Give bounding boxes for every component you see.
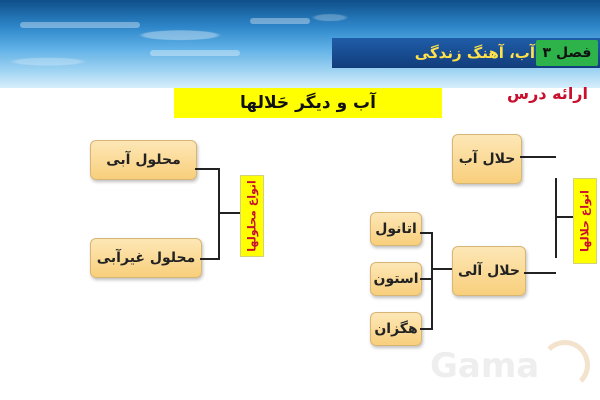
connector-bracket [555,178,557,258]
page-title: آب و دیگر حَلالها [174,88,442,118]
water-streak [150,50,240,56]
connector-line [420,328,432,330]
connector-bracket [218,168,220,260]
water-solvent-box: حلال آب [452,134,522,184]
chapter-title: آب، آهنگ زندگی [414,44,535,62]
hexane-box: هگزان [370,312,422,346]
water-streak [20,22,140,28]
aqueous-solution-box: محلول آبی [90,140,197,180]
solution-types-text: انواع محلولها [245,180,259,252]
solution-types-label: انواع محلولها [240,175,264,257]
connector-line [520,156,556,158]
non-aqueous-solution-box: محلول غیرآبی [90,238,202,278]
watermark-logo: Gama [430,346,540,386]
solvent-types-label: انواع حلالها [573,178,597,264]
water-streak [250,18,310,24]
organic-solvent-box: حلال آلی [452,246,526,296]
connector-line [433,268,452,270]
connector-line [420,232,432,234]
solvent-types-text: انواع حلالها [578,190,592,252]
connector-line [420,278,432,280]
lesson-label: ارائه درس [507,84,588,103]
chapter-badge: فصل ۳ [536,40,598,66]
connector-line [200,258,219,260]
watermark-arc [540,340,590,390]
connector-line [220,212,240,214]
ethanol-box: اتانول [370,212,422,246]
connector-line [524,272,556,274]
connector-bracket [431,232,433,330]
acetone-box: استون [370,262,422,296]
connector-line [557,216,573,218]
connector-line [195,168,219,170]
